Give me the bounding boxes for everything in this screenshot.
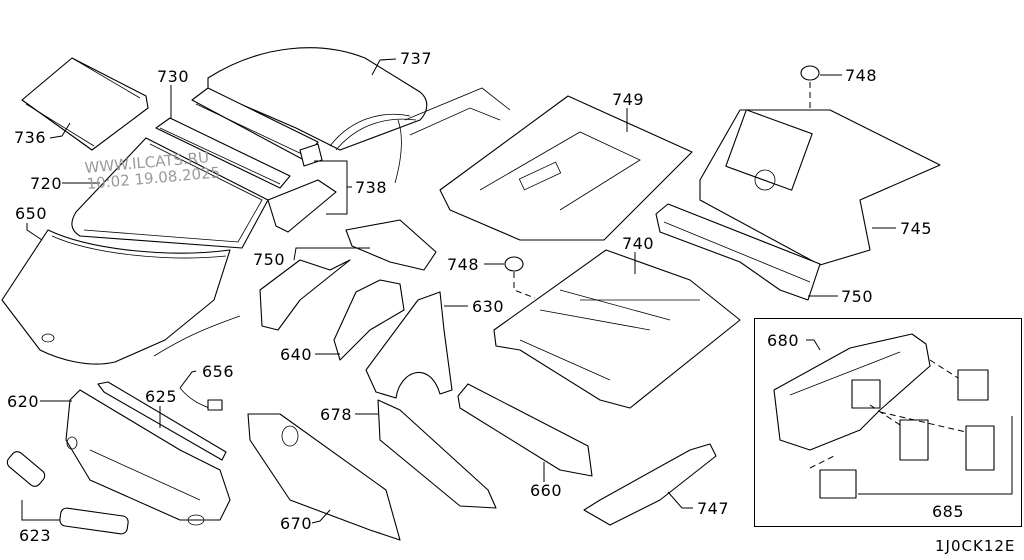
part-750-rear-crossmember[interactable] (655, 203, 821, 301)
callout-623[interactable]: 623 (19, 526, 52, 545)
part-670-dash-panel[interactable] (247, 413, 401, 541)
callout-656[interactable]: 656 (202, 362, 235, 381)
part-625-bumper-reinforcement[interactable] (97, 381, 227, 461)
leader-656 (179, 370, 197, 389)
leader-750-front (293, 247, 370, 261)
callout-749[interactable]: 749 (612, 90, 645, 109)
part-660-cowl-top[interactable] (457, 383, 593, 477)
leader-623 (21, 500, 60, 521)
part-620-front-bumper[interactable] (65, 389, 231, 526)
dash-685-b (879, 411, 967, 433)
part-730-roof-rail[interactable] (155, 117, 291, 189)
dash-685-c (869, 404, 901, 426)
part-roof-bow[interactable] (191, 87, 319, 161)
part-745-rear-floor[interactable] (699, 109, 941, 266)
callout-670[interactable]: 670 (280, 514, 313, 533)
callout-720[interactable]: 720 (30, 174, 63, 193)
leader-736 (49, 122, 71, 139)
dash-748-lower (513, 272, 536, 299)
dash-685-a (929, 359, 959, 379)
callout-730[interactable]: 730 (157, 67, 190, 86)
callout-736[interactable]: 736 (14, 128, 47, 147)
leader-685 (858, 416, 1013, 495)
part-747-tunnel-insulator[interactable] (583, 443, 717, 526)
part-748-plug-lower[interactable] (504, 256, 524, 272)
leader-747 (667, 491, 693, 509)
leader-670 (311, 509, 331, 524)
callout-620[interactable]: 620 (7, 392, 40, 411)
callout-750-front[interactable]: 750 (253, 250, 286, 269)
callout-745[interactable]: 745 (900, 219, 933, 238)
callout-740[interactable]: 740 (622, 234, 655, 253)
part-685-ventilators[interactable] (819, 369, 995, 499)
callout-660[interactable]: 660 (530, 481, 563, 500)
callout-748-lower[interactable]: 748 (447, 255, 480, 274)
part-750-front-crossmember[interactable] (259, 219, 437, 331)
callout-650[interactable]: 650 (15, 204, 48, 223)
part-740-front-floor[interactable] (493, 249, 741, 409)
part-736-shelf-cover[interactable] (21, 57, 149, 151)
leader-650 (26, 223, 43, 241)
inset-frame (754, 318, 1022, 527)
part-678-dash-lower[interactable] (377, 399, 497, 509)
part-650-hood[interactable] (1, 229, 231, 365)
callout-630[interactable]: 630 (472, 297, 505, 316)
part-737-roof-panel[interactable] (207, 47, 428, 151)
callout-680[interactable]: 680 (767, 331, 800, 350)
part-738-brackets[interactable] (267, 143, 337, 233)
part-640-hoodledge[interactable] (333, 279, 405, 361)
callout-737[interactable]: 737 (400, 49, 433, 68)
part-630-front-fender[interactable] (365, 291, 453, 399)
part-680-instrument-panel[interactable] (773, 333, 931, 451)
part-720-windshield-frame[interactable] (71, 137, 269, 249)
callout-678[interactable]: 678 (320, 405, 353, 424)
part-749-floor-panel[interactable] (439, 95, 693, 241)
figure-code: 1J0CK12E (935, 537, 1016, 555)
callout-625[interactable]: 625 (145, 387, 178, 406)
callout-748-top[interactable]: 748 (845, 66, 878, 85)
part-656-hood-cable[interactable] (153, 315, 241, 411)
callout-747[interactable]: 747 (697, 499, 730, 518)
roof-wire-harness (394, 87, 511, 184)
dash-685-d (809, 454, 837, 469)
part-623-bumper-grilles[interactable] (5, 449, 129, 535)
callout-750-rear[interactable]: 750 (841, 287, 874, 306)
callout-640[interactable]: 640 (280, 345, 313, 364)
leader-737 (371, 58, 397, 76)
callout-685[interactable]: 685 (932, 502, 965, 521)
callout-738[interactable]: 738 (355, 178, 388, 197)
part-748-plug-top[interactable] (800, 65, 820, 81)
leader-680 (806, 339, 821, 351)
